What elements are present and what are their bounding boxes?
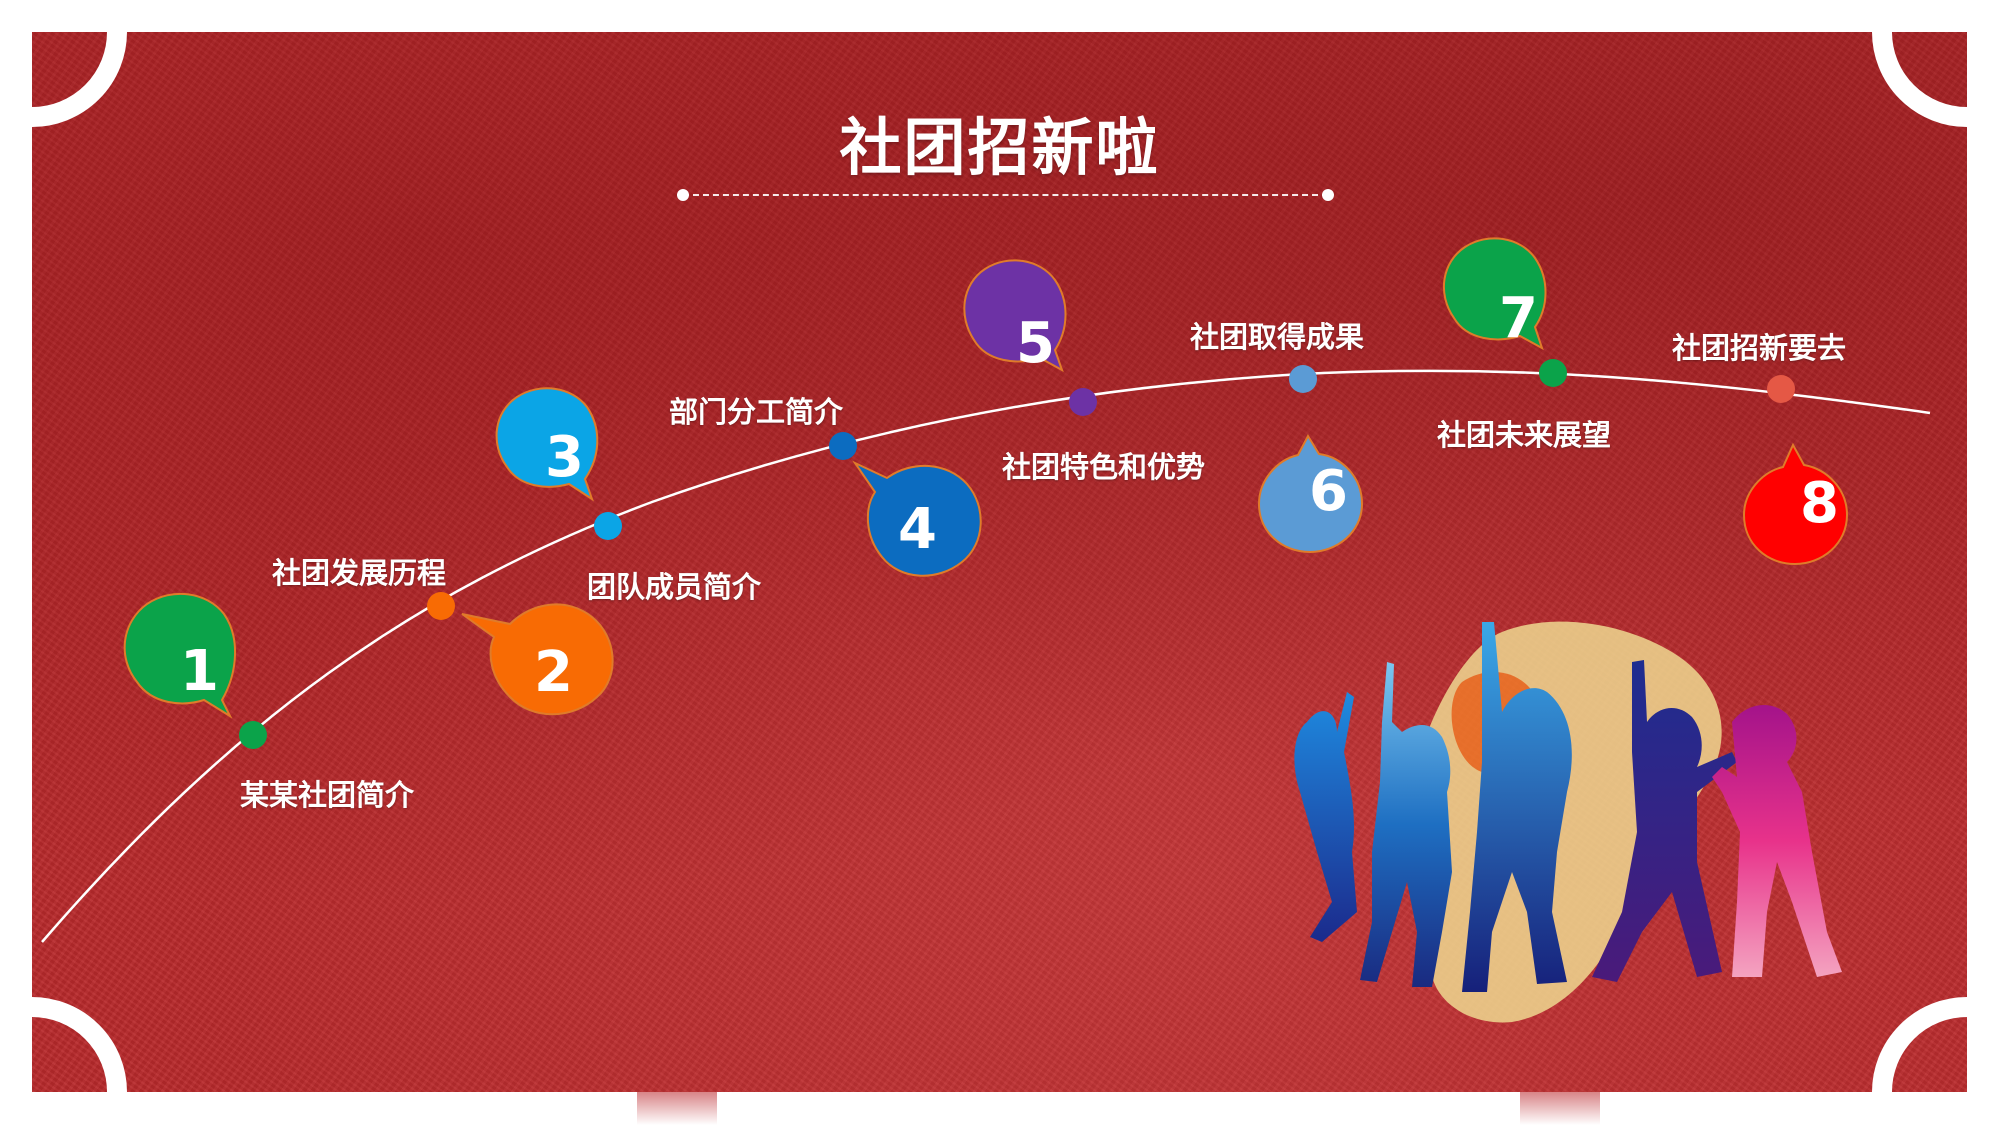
bubble-number-2: 2 [534,640,573,705]
timeline-label-8: 社团招新要去 [1672,331,1847,365]
bubble-1 [123,592,236,719]
timeline-dot-6 [1289,365,1317,393]
bubble-number-3: 3 [545,425,584,490]
divider-dot-right [1322,189,1334,201]
timeline-dot-2 [427,592,455,620]
timeline-label-2: 社团发展历程 [272,556,447,590]
timeline-label-1: 某某社团简介 [240,778,415,812]
bubble-number-7: 7 [1499,286,1538,351]
bubble-4 [852,460,982,577]
timeline-graphic [41,237,1931,943]
timeline-label-7: 社团未来展望 [1437,418,1612,452]
timeline-label-3: 团队成员简介 [587,570,762,604]
silhouettes [1294,622,1842,992]
bubble-6 [1257,433,1364,554]
slide-title: 社团招新啦 [839,111,1160,184]
bubble-7 [1442,237,1547,351]
bubble-2 [461,603,614,716]
timeline-dot-1 [239,721,267,749]
bubble-3 [495,387,599,502]
timeline-label-4: 部门分工简介 [669,395,844,429]
timeline-dot-8 [1767,375,1795,403]
bubble-number-5: 5 [1016,311,1055,376]
title-divider [683,194,1328,196]
timeline-dot-7 [1539,359,1567,387]
bubble-number-1: 1 [180,639,219,704]
timeline-dot-3 [594,512,622,540]
timeline-dot-5 [1069,388,1097,416]
bottom-texture-smudge-right [1520,1092,1600,1125]
bubble-number-6: 6 [1309,459,1348,524]
timeline-dot-4 [829,432,857,460]
bubble-number-4: 4 [898,497,937,562]
dancing-people-illustration [1294,621,1842,1023]
divider-dot-left [677,189,689,201]
timeline-curve [41,369,1931,943]
bubble-5 [963,259,1067,373]
slide-canvas: 社团招新啦 [32,32,1967,1092]
timeline-label-6: 社团取得成果 [1190,320,1365,354]
bottom-texture-smudge-left [637,1092,717,1125]
bubble-number-8: 8 [1800,471,1839,536]
timeline-label-5: 社团特色和优势 [1002,450,1206,484]
bubble-8 [1742,442,1849,566]
